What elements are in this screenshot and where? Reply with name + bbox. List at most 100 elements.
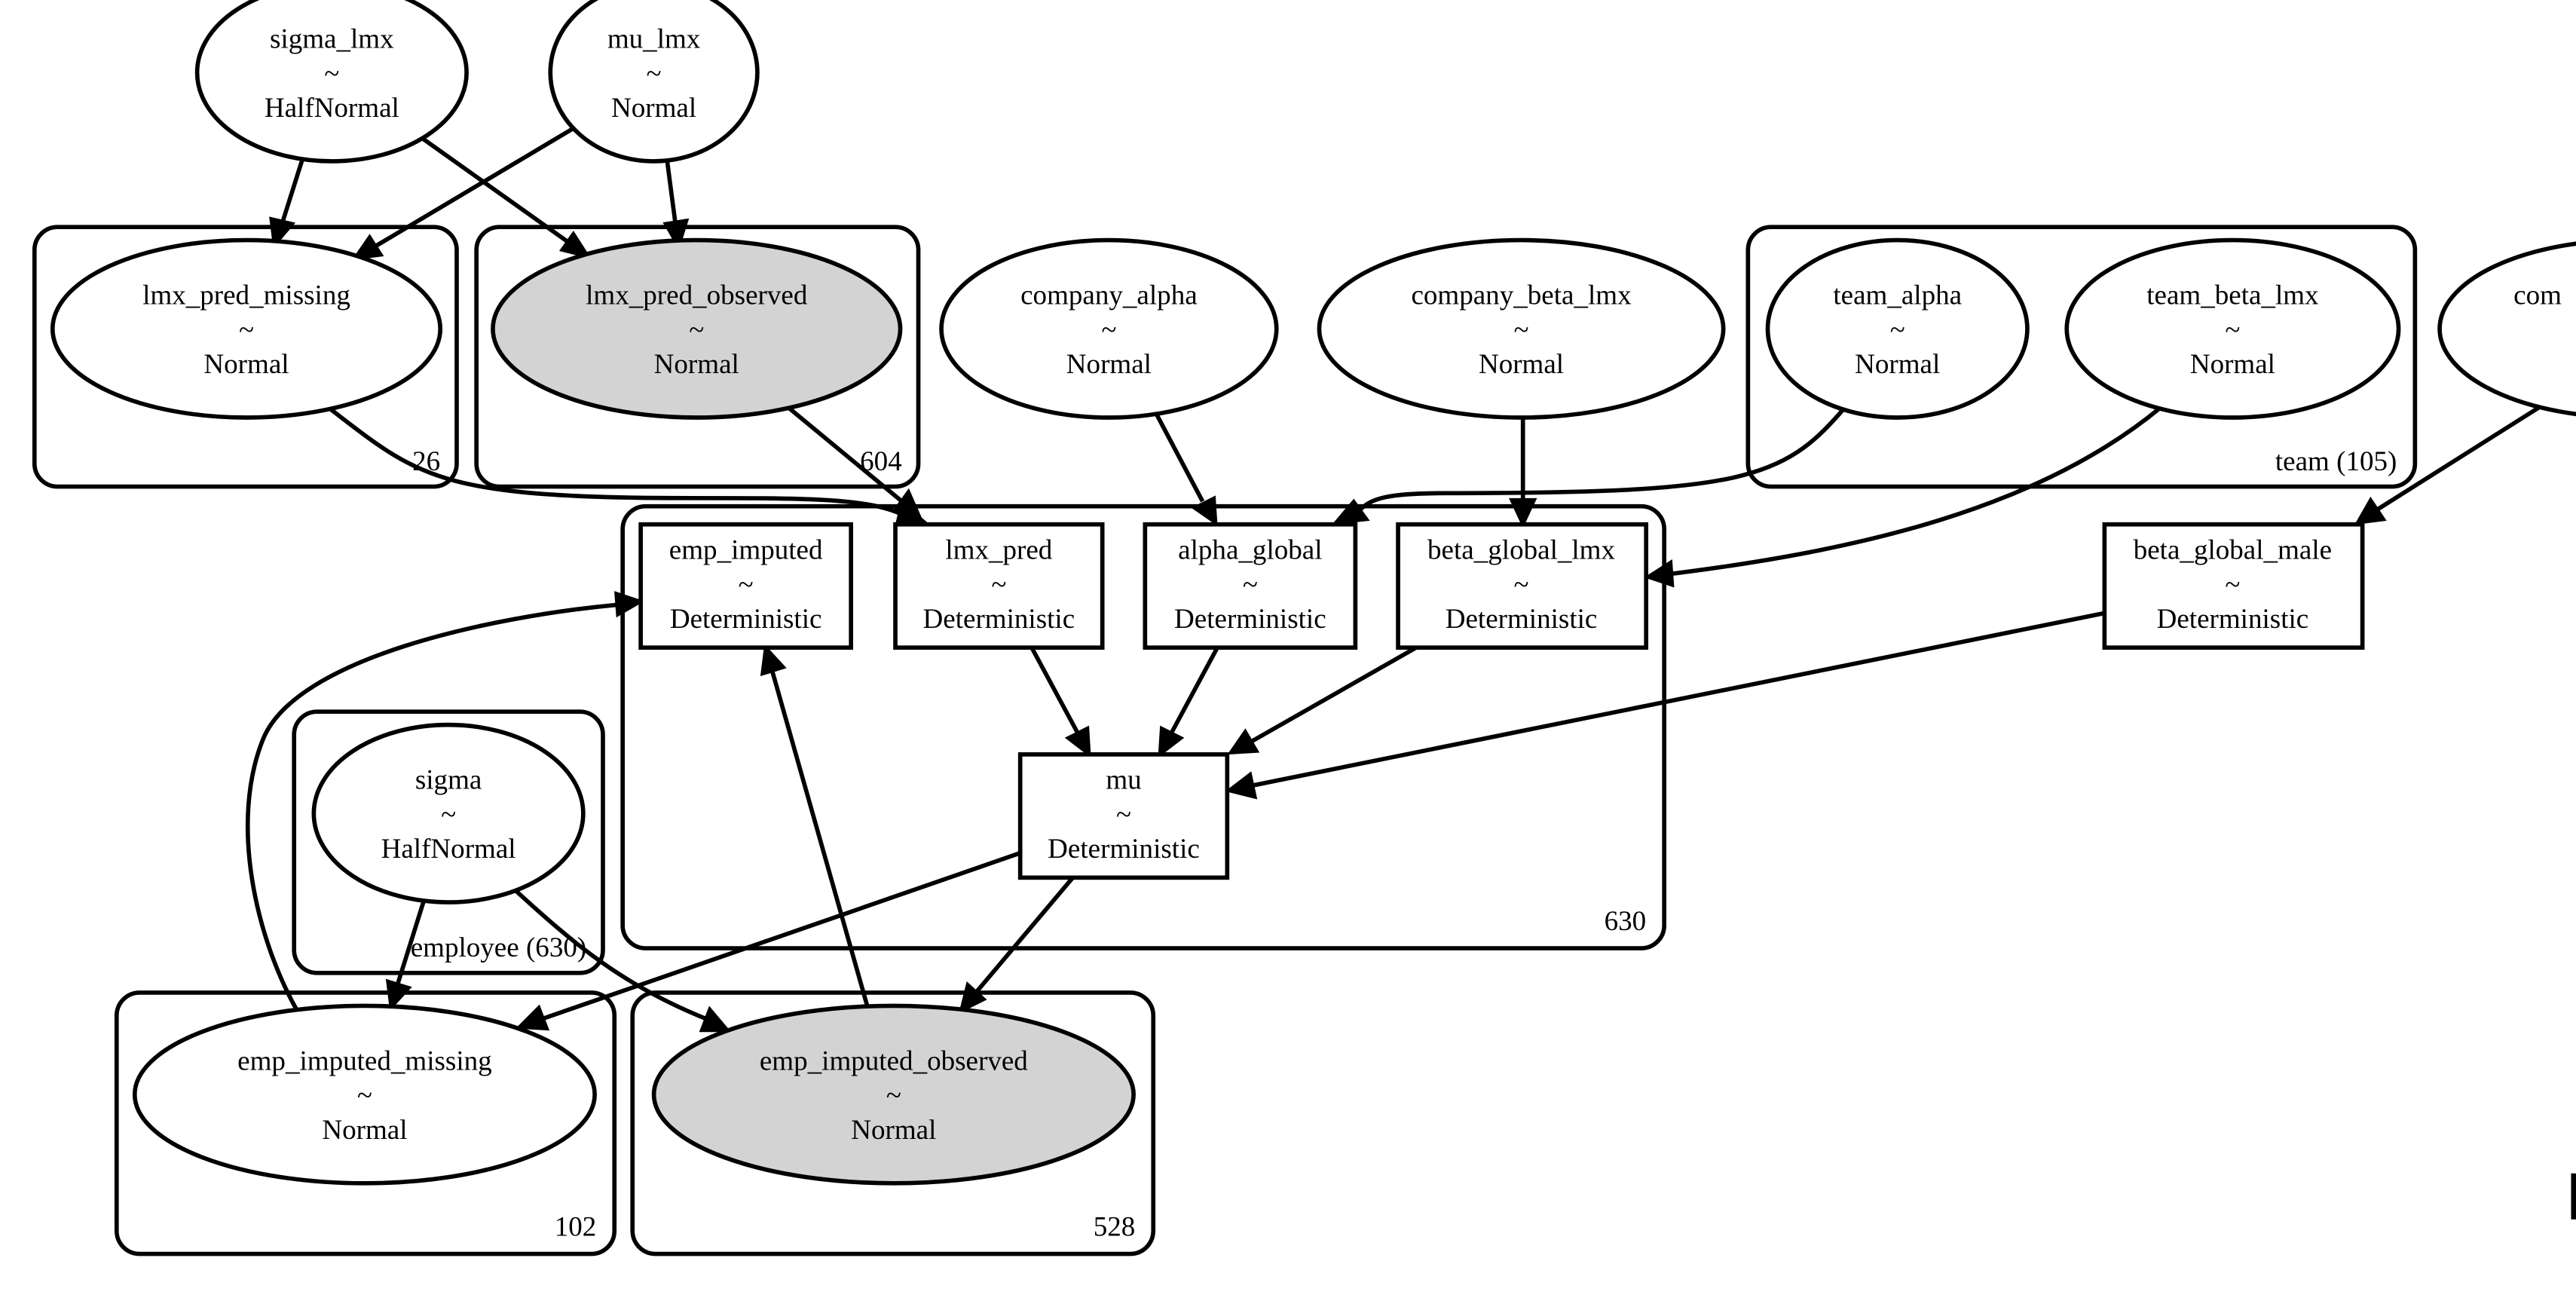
node-emp-imputed[interactable]: emp_imputed ~ Deterministic [638,522,853,650]
node-sigma-lmx-sep: ~ [324,58,339,89]
node-beta-global-male[interactable]: beta_global_male ~ Deterministic [2102,522,2365,650]
edge-sigma-to-emp-imputed-observed [514,889,732,1033]
node-lmx-pred-missing[interactable]: lmx_pred_missing ~ Normal [50,237,443,420]
edge-sigma-lmx-to-lmx-pred-observed [421,136,592,259]
node-sigma[interactable]: sigma ~ HalfNormal [311,722,586,904]
node-team-alpha-name: team_alpha [1833,280,1962,311]
edge-team-beta-lmx-to-beta-global-lmx [1644,406,2162,588]
plate-label-emp-missing: 102 [555,1212,597,1243]
node-company-alpha-name: company_alpha [1020,280,1198,311]
node-beta-global-male-name: beta_global_male [2134,534,2332,565]
node-sigma-name: sigma [415,765,482,796]
node-company-alpha-dist: Normal [1066,349,1152,380]
edge-alpha-global-to-mu [1158,646,1219,758]
node-team-beta-lmx[interactable]: team_beta_lmx ~ Normal [2064,237,2401,420]
node-team-alpha-dist: Normal [1855,349,1940,380]
node-mu-dist: Deterministic [1048,834,1200,865]
plate-team: team (105) [1745,225,2418,489]
plate-main: 630 [620,503,1667,950]
node-beta-global-lmx-dist: Deterministic [1446,604,1598,635]
node-emp-imputed-observed-name: emp_imputed_observed [760,1045,1028,1076]
plate-emp-observed: 528 [630,990,1156,1256]
edge-com-to-beta-global-male [2354,400,2548,525]
node-mu[interactable]: mu ~ Deterministic [1017,752,1230,880]
node-emp-imputed-missing-dist: Normal [322,1115,407,1146]
node-mu-lmx-sep: ~ [647,58,662,89]
node-emp-imputed-name: emp_imputed [669,534,823,565]
edge-beta-global-lmx-to-mu [1227,645,1418,755]
node-company-alpha[interactable]: company_alpha ~ Normal [939,237,1279,420]
node-team-beta-lmx-sep: ~ [2225,314,2240,345]
node-mu-lmx-dist: Normal [611,93,696,124]
node-lmx-pred-missing-name: lmx_pred_missing [142,280,350,311]
node-lmx-pred-observed-sep: ~ [689,314,704,345]
node-emp-imputed-missing[interactable]: emp_imputed_missing ~ Normal [132,1003,597,1186]
node-lmx-pred-sep: ~ [991,569,1006,600]
edge-mu-to-emp-imputed-missing [515,850,1021,1031]
node-emp-imputed-missing-name: emp_imputed_missing [237,1045,492,1076]
node-company-beta-lmx[interactable]: company_beta_lmx ~ Normal [1317,237,1726,420]
node-alpha-global-sep: ~ [1243,569,1258,600]
node-lmx-pred-missing-sep: ~ [239,314,254,345]
node-beta-global-lmx-name: beta_global_lmx [1427,534,1615,565]
node-com-cut-name: com [2513,280,2562,311]
edge-mu-lmx-to-lmx-pred-missing [351,126,575,261]
node-lmx-pred-dist: Deterministic [923,604,1075,635]
node-emp-imputed-observed-dist: Normal [851,1115,936,1146]
edge-sigma-lmx-to-lmx-pred-missing [269,158,304,249]
node-beta-global-male-dist: Deterministic [2157,604,2309,635]
node-beta-global-male-sep: ~ [2225,569,2240,600]
node-lmx-pred-name: lmx_pred [945,534,1052,565]
node-alpha-global-dist: Deterministic [1174,604,1326,635]
node-lmx-pred[interactable]: lmx_pred ~ Deterministic [893,522,1105,650]
edge-company-beta-lmx-to-beta-global-lmx [1509,415,1537,528]
edge-lmx-pred-observed-to-lmx-pred [787,406,923,521]
plate-label-employee: employee (630) [411,932,587,963]
node-mu-sep: ~ [1116,799,1131,830]
node-company-beta-lmx-dist: Normal [1479,349,1564,380]
edge-sigma-to-emp-imputed-missing [385,900,427,1012]
node-sigma-lmx-dist: HalfNormal [265,93,399,124]
node-alpha-global-name: alpha_global [1178,534,1322,565]
edge-beta-global-male-to-mu [1225,611,2105,800]
node-lmx-pred-observed-name: lmx_pred_observed [586,280,808,311]
node-sigma-sep: ~ [441,799,456,830]
node-emp-imputed-sep: ~ [739,569,754,600]
node-alpha-global[interactable]: alpha_global ~ Deterministic [1143,522,1358,650]
node-mu-lmx[interactable]: mu_lmx ~ Normal [548,0,760,164]
node-lmx-pred-missing-dist: Normal [203,349,289,380]
node-mu-name: mu [1106,765,1141,796]
edge-lmx-pred-to-mu [1029,646,1091,758]
node-emp-imputed-observed-sep: ~ [886,1080,901,1111]
node-sigma-dist: HalfNormal [381,834,516,865]
plate-label-main: 630 [1605,906,1647,937]
edge-fragment [2571,1173,2576,1220]
node-emp-imputed-dist: Deterministic [670,604,822,635]
plate-emp-missing: 102 [114,990,617,1256]
node-company-beta-lmx-name: company_beta_lmx [1411,280,1632,311]
node-emp-imputed-missing-sep: ~ [357,1080,372,1111]
edges [245,126,2548,1033]
node-com-cut[interactable]: com [2437,240,2576,418]
node-team-beta-lmx-dist: Normal [2190,349,2275,380]
node-company-beta-lmx-sep: ~ [1514,314,1529,345]
node-team-alpha[interactable]: team_alpha ~ Normal [1765,237,2030,420]
edge-company-alpha-to-alpha-global [1155,413,1218,526]
node-sigma-lmx[interactable]: sigma_lmx ~ HalfNormal [194,0,469,164]
node-emp-imputed-observed[interactable]: emp_imputed_observed ~ Normal [651,1003,1136,1186]
edge-team-alpha-to-alpha-global [1332,408,1845,525]
node-sigma-lmx-name: sigma_lmx [270,24,394,55]
node-lmx-pred-observed-dist: Normal [654,349,739,380]
plate-label-team: team (105) [2275,446,2397,477]
node-team-beta-lmx-name: team_beta_lmx [2146,280,2319,311]
node-beta-global-lmx[interactable]: beta_global_lmx ~ Deterministic [1396,522,1649,650]
node-team-alpha-sep: ~ [1890,314,1905,345]
node-company-alpha-sep: ~ [1101,314,1116,345]
edge-emp-imputed-missing-to-emp-imputed [245,591,645,1015]
edge-mu-to-emp-imputed-observed [958,876,1075,1015]
plate-label-emp-observed: 528 [1094,1212,1136,1243]
edge-mu-lmx-to-lmx-pred-observed [662,159,690,251]
plate-employee [292,709,605,975]
node-lmx-pred-observed[interactable]: lmx_pred_observed ~ Normal [491,237,903,420]
